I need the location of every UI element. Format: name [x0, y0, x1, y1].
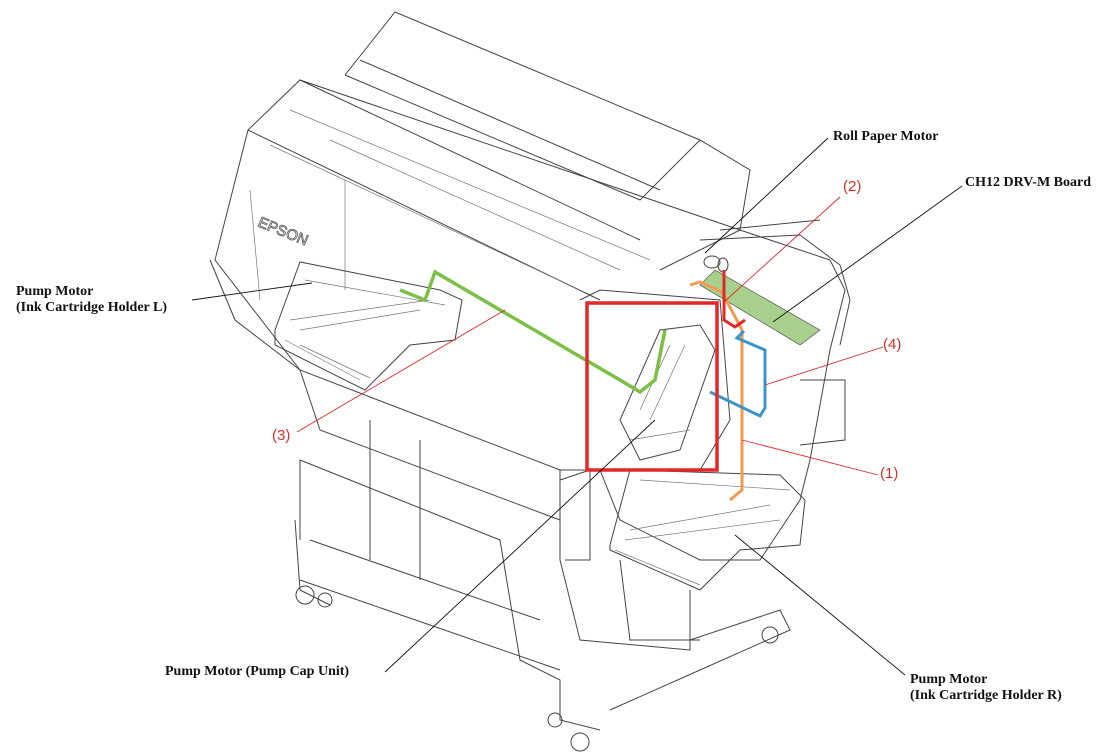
callout-1: (1)	[880, 465, 899, 482]
leader-drv-board	[772, 185, 963, 323]
leader-lines	[191, 137, 963, 676]
callout-2: (2)	[843, 178, 862, 195]
callout-lines	[296, 196, 884, 476]
cable-1-orange	[689, 280, 744, 502]
label-pump-motor-l-line1: Pump Motor	[16, 284, 94, 299]
epson-logo: EPSON	[256, 214, 311, 249]
label-pump-motor-l-line2: (Ink Cartridge Holder L)	[16, 300, 168, 315]
ink-cartridge-holder-l	[274, 261, 463, 391]
leader-pump-motor-r	[734, 534, 906, 676]
cable-4-blue	[709, 329, 767, 418]
label-pump-motor-l: Pump Motor (Ink Cartridge Holder L)	[16, 284, 167, 316]
label-pump-motor-r: Pump Motor (Ink Cartridge Holder R)	[910, 672, 1062, 704]
leader-pump-motor-cap	[384, 419, 656, 673]
callout-line-2	[723, 196, 841, 303]
cable-3-green	[399, 269, 667, 395]
callout-line-1	[741, 439, 879, 476]
pump-cap-highlight-box	[585, 301, 719, 472]
label-pump-motor-r-line2: (Ink Cartridge Holder R)	[910, 688, 1062, 703]
drv-board	[699, 269, 821, 346]
leader-pump-motor-l	[191, 282, 313, 301]
leader-roll-paper-motor	[704, 137, 829, 254]
label-pump-motor-r-line1: Pump Motor	[910, 672, 988, 687]
roll-paper-motor	[703, 255, 729, 273]
cable-2-red	[722, 270, 746, 329]
printer-outline	[209, 11, 851, 752]
callout-3: (3)	[272, 427, 291, 444]
label-drv-board: CH12 DRV-M Board	[965, 175, 1092, 190]
callout-4: (4)	[883, 336, 902, 353]
callout-line-3	[296, 309, 506, 433]
label-roll-paper-motor: Roll Paper Motor	[833, 129, 939, 144]
label-pump-motor-cap: Pump Motor (Pump Cap Unit)	[165, 664, 350, 679]
callout-line-4	[764, 346, 884, 386]
